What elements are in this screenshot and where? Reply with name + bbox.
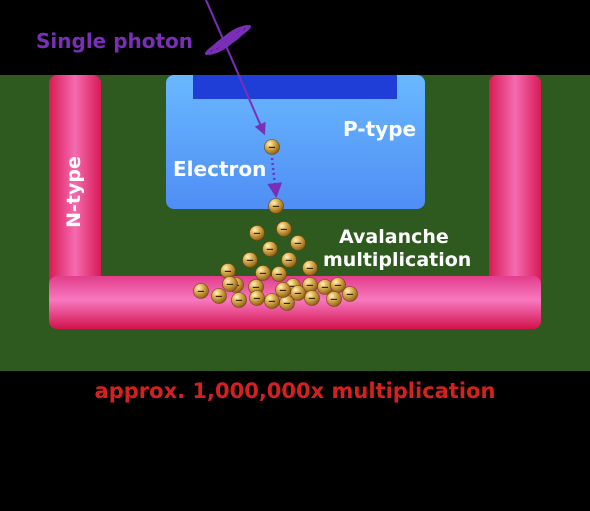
photon-wave-icon	[204, 0, 266, 136]
svg-text:−: −	[294, 239, 302, 250]
svg-text:−: −	[334, 281, 342, 292]
electron-cloud: −−−−−−−−−−−−−−−−−−−−−−−−−−−−−−	[193, 139, 358, 311]
svg-text:−: −	[224, 267, 232, 278]
electron-icon: −	[262, 241, 278, 257]
p-type-top-contact	[193, 75, 397, 99]
electron-icon: −	[249, 225, 265, 241]
svg-text:−: −	[346, 290, 354, 301]
electron-icon: −	[326, 291, 342, 307]
svg-text:−: −	[285, 256, 293, 267]
electron-label: Electron	[173, 157, 267, 181]
electron-icon: −	[264, 293, 280, 309]
svg-text:−: −	[321, 283, 329, 294]
electron-icon: −	[242, 252, 258, 268]
n-type-right-wall	[489, 75, 541, 325]
electron-icon: −	[231, 292, 247, 308]
electron-icon: −	[304, 290, 320, 306]
n-type-base	[49, 276, 541, 329]
svg-text:−: −	[253, 294, 261, 305]
electron-icon: −	[268, 198, 284, 214]
svg-text:−: −	[280, 225, 288, 236]
electron-icon: −	[290, 285, 306, 301]
svg-text:−: −	[252, 283, 260, 294]
p-type-region	[166, 75, 425, 209]
svg-text:−: −	[197, 287, 205, 298]
svg-text:−: −	[294, 289, 302, 300]
single-photon-label: Single photon	[36, 29, 194, 53]
svg-text:−: −	[268, 143, 276, 154]
svg-text:−: −	[268, 297, 276, 308]
electron-icon: −	[249, 290, 265, 306]
electron-icon: −	[279, 295, 295, 311]
n-type-left-wall	[49, 75, 101, 325]
electron-icon: −	[271, 266, 287, 282]
p-type-label: P-type	[343, 117, 417, 141]
svg-text:−: −	[306, 281, 314, 292]
svg-text:−: −	[259, 269, 267, 280]
multiplication-caption: approx. 1,000,000x multiplication	[94, 379, 496, 403]
svg-text:−: −	[330, 295, 338, 306]
svg-text:−: −	[289, 282, 297, 293]
multiplication-label: multiplication	[323, 249, 472, 271]
electron-icon: −	[264, 139, 280, 155]
electron-icon: −	[281, 252, 297, 268]
svg-text:−: −	[215, 292, 223, 303]
svg-text:−: −	[266, 245, 274, 256]
electron-icon: −	[302, 260, 318, 276]
electron-icon: −	[276, 221, 292, 237]
svg-text:−: −	[308, 294, 316, 305]
svg-text:−: −	[275, 270, 283, 281]
svg-text:−: −	[246, 256, 254, 267]
electron-icon: −	[290, 235, 306, 251]
electron-icon: −	[193, 283, 209, 299]
electron-icon: −	[220, 263, 236, 279]
electron-icon: −	[255, 265, 271, 281]
svg-text:−: −	[226, 280, 234, 291]
svg-text:−: −	[235, 296, 243, 307]
avalanche-label: Avalanche	[339, 226, 449, 248]
n-type-label: N-type	[63, 156, 85, 228]
svg-text:−: −	[272, 202, 280, 213]
electron-icon: −	[330, 277, 346, 293]
electron-icon: −	[275, 282, 291, 298]
electron-icon: −	[342, 286, 358, 302]
electron-icon: −	[211, 288, 227, 304]
svg-text:−: −	[283, 299, 291, 310]
svg-text:−: −	[253, 229, 261, 240]
svg-text:−: −	[279, 286, 287, 297]
svg-text:−: −	[306, 264, 314, 275]
electron-icon: −	[222, 276, 238, 292]
electron-drift-arrow	[267, 157, 283, 198]
